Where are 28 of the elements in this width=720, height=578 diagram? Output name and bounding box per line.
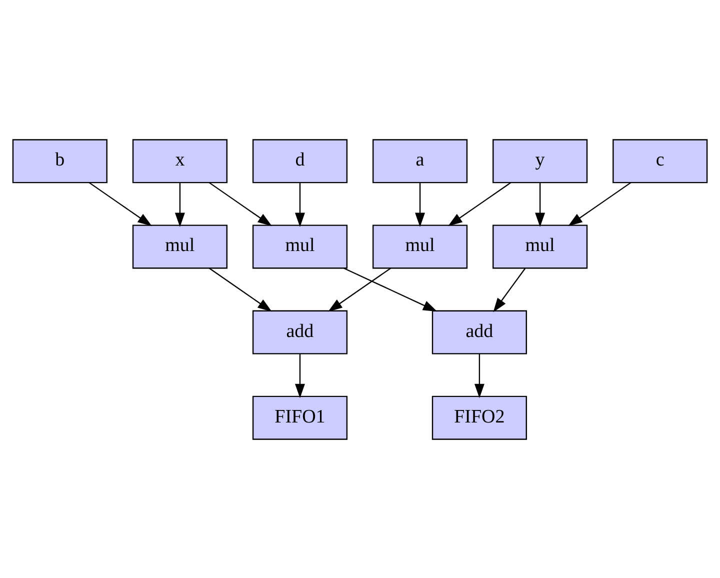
arrow [535, 182, 546, 226]
node-box: FIFO1 [252, 395, 348, 440]
node-box: add [432, 310, 527, 354]
arrow [88, 182, 152, 226]
arrow [174, 182, 185, 226]
arrow [474, 354, 484, 398]
arrow [568, 182, 632, 226]
node-box: d [252, 138, 348, 183]
arrow [208, 182, 272, 226]
arrow [208, 267, 272, 312]
node-box: b [12, 138, 108, 183]
arrow [493, 268, 526, 312]
node-box: x [132, 138, 228, 183]
node-box: mul [372, 224, 468, 268]
node-box: mul [252, 224, 348, 268]
node-box: a [372, 138, 468, 183]
arrow [294, 182, 305, 226]
arrow [415, 182, 426, 226]
arrow [294, 354, 305, 398]
node-box: y [492, 138, 588, 183]
node-box: mul [132, 224, 228, 268]
arrow [344, 267, 438, 312]
node-box: c [612, 138, 708, 183]
arrow [328, 267, 391, 312]
node-box: FIFO2 [432, 395, 527, 440]
arrow [448, 182, 512, 226]
node-box: add [252, 310, 348, 354]
node-box: mul [492, 224, 588, 268]
